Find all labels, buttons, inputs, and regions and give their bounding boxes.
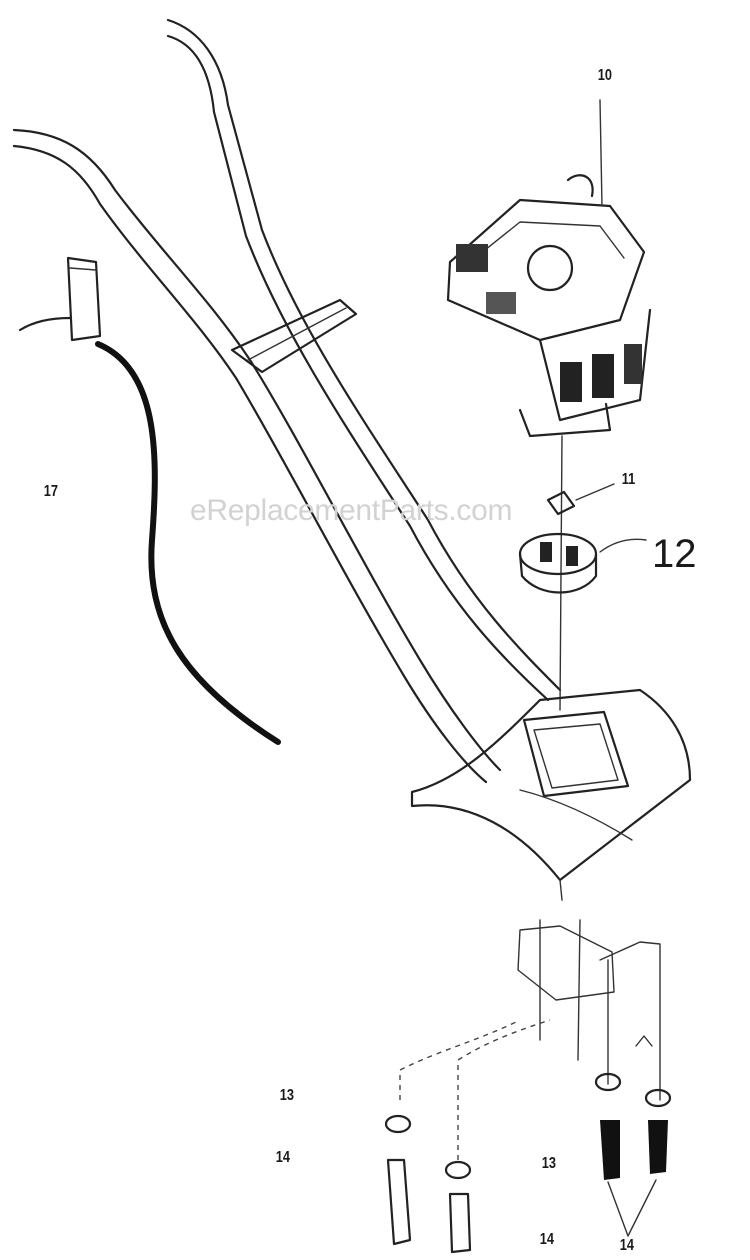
clutch <box>518 532 647 594</box>
bolt-right-a <box>594 1072 622 1180</box>
tine-assembly <box>399 919 661 1160</box>
callout-left-bottom: 14 <box>275 1149 291 1166</box>
upper-handle <box>166 18 562 702</box>
washer <box>546 483 615 516</box>
callout-cord: 17 <box>43 483 59 500</box>
leader-right-bolts <box>607 1179 657 1237</box>
callout-engine: 10 <box>597 67 613 84</box>
watermark: eReplacementParts.com <box>190 494 513 527</box>
handle-crossbrace <box>230 298 358 374</box>
callout-right-bottom: 14 <box>619 1237 635 1254</box>
switch-box <box>18 256 102 342</box>
callout-mid-bottom: 14 <box>539 1231 555 1248</box>
tine-shield <box>410 688 692 901</box>
lower-handle <box>12 128 502 784</box>
bolt-right-b <box>644 1088 672 1174</box>
bolt-middle <box>444 1160 472 1254</box>
callout-left-top: 13 <box>279 1087 295 1104</box>
bolt-left <box>384 1114 412 1246</box>
callout-mid-top: 13 <box>541 1155 557 1172</box>
callout-clutch: 12 <box>652 532 697 576</box>
motor <box>446 99 652 438</box>
callout-washer: 11 <box>621 471 636 488</box>
power-cord <box>95 341 281 745</box>
